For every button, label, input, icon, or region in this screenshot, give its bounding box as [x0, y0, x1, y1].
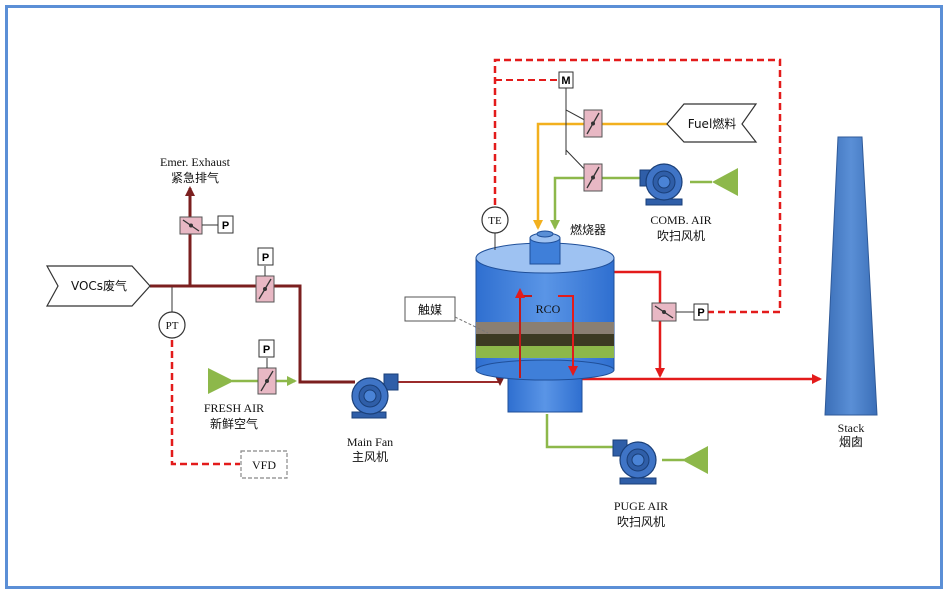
catalyst-pointer: [454, 316, 489, 334]
fan-outlet-duct: [395, 376, 505, 386]
vfd-box: [240, 450, 288, 479]
bypass-damper-p: P: [697, 307, 704, 319]
burner-label: 燃烧器: [570, 222, 606, 237]
fuel-damper: [583, 109, 603, 138]
puge-air-label-en: PUGE AIR: [614, 499, 668, 513]
rco-label: RCO: [536, 302, 561, 316]
fresh-air-label-en: FRESH AIR: [204, 401, 264, 415]
catalyst-label: 触媒: [418, 303, 442, 317]
inlet-damper: [255, 247, 275, 303]
emer-exhaust-label-en: Emer. Exhaust: [160, 155, 231, 169]
fuel-label: Fuel燃料: [688, 116, 737, 131]
main-fan-icon: [351, 373, 399, 419]
bypass-damper: [651, 302, 709, 322]
emer-damper: [179, 215, 234, 235]
vfd-label: VFD: [252, 458, 276, 472]
main-fan-label-en: Main Fan: [347, 435, 393, 449]
puge-air-source-icon: [682, 446, 708, 474]
motor-actuator: [558, 71, 574, 89]
fresh-air-damper: [257, 339, 277, 395]
diagram-frame: [5, 5, 943, 589]
motor-label: M: [561, 75, 570, 87]
stack-label-en: Stack: [838, 421, 865, 435]
pt-instrument: [158, 311, 186, 339]
stack-label-cn: 烟囱: [839, 435, 863, 449]
te-label: TE: [488, 215, 502, 227]
stack: [824, 136, 878, 416]
te-signal-line: [493, 58, 782, 314]
puge-air-line: [545, 414, 617, 449]
fresh-air-damper-p: P: [263, 344, 270, 356]
emer-damper-p: P: [222, 220, 229, 232]
main-fan-label-cn: 主风机: [352, 450, 388, 464]
comb-air-label-cn: 吹扫风机: [657, 229, 705, 243]
comb-air-source-icon: [712, 168, 738, 196]
bypass-hot-line: [612, 270, 665, 378]
vocs-inlet-arrow: [45, 265, 151, 307]
emer-exhaust-label-cn: 紧急排气: [171, 170, 219, 185]
fuel-inlet-arrow: [666, 103, 758, 143]
comb-air-label-en: COMB. AIR: [650, 213, 711, 227]
inlet-damper-p: P: [262, 252, 269, 264]
inlet-duct: [150, 198, 355, 384]
signal-lines: [170, 58, 782, 466]
comb-air-fan-icon: [639, 163, 683, 206]
puge-air-label-cn: 吹扫风机: [617, 515, 665, 529]
rco-vessel: [475, 230, 615, 413]
comb-air-damper: [583, 163, 603, 192]
internal-flow-down: [558, 295, 578, 376]
pt-label: PT: [166, 320, 179, 332]
comb-air-line: [550, 176, 640, 230]
catalyst-callout: [404, 296, 456, 322]
fuel-line: [533, 122, 667, 230]
fresh-air-label-cn: 新鲜空气: [210, 416, 258, 431]
puge-air-fan-icon: [612, 439, 657, 485]
fresh-air-source-icon: [208, 368, 234, 394]
actuator-links: [565, 88, 593, 178]
te-instrument: [481, 206, 509, 234]
vocs-label: VOCs废气: [71, 278, 127, 293]
pt-vfd-signal-line: [170, 340, 240, 466]
